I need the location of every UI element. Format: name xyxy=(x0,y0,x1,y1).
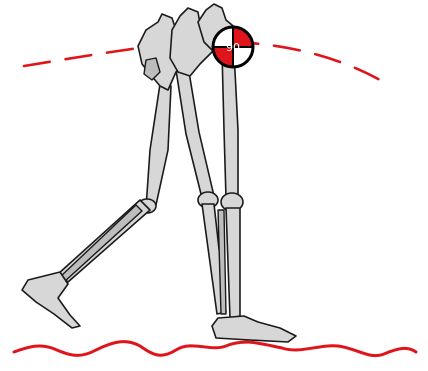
trailing-foot xyxy=(22,272,80,328)
stance-tibia xyxy=(226,208,240,318)
stance-femur xyxy=(222,52,238,198)
trailing-leg xyxy=(22,84,171,328)
center-of-mass-icon: 90 xyxy=(213,27,253,67)
stance-leg xyxy=(212,52,296,342)
middle-femur xyxy=(176,70,214,198)
com-marker-label: 90 xyxy=(226,41,240,54)
stance-foot xyxy=(212,316,296,342)
trailing-femur xyxy=(146,84,171,208)
middle-leg xyxy=(176,70,226,314)
ground-line xyxy=(14,342,416,356)
trailing-fibula xyxy=(60,205,142,282)
